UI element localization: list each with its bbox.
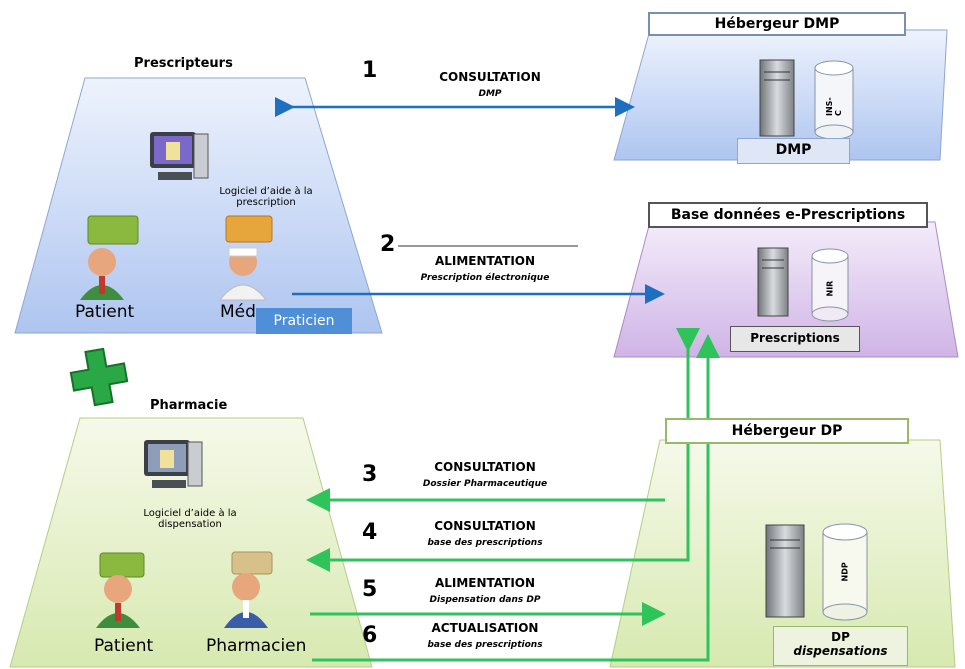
flow-3-number: 3 (362, 462, 378, 487)
flow-6-number: 6 (362, 623, 378, 648)
flow-3-title: CONSULTATION (434, 460, 536, 474)
db-cylinder-dmp (814, 60, 854, 140)
flow-1-title: CONSULTATION (439, 70, 541, 84)
prescriptions-footer: Prescriptions (730, 326, 860, 352)
medecin-person-icon (218, 247, 268, 301)
pharmacie-title: Pharmacie (150, 398, 228, 413)
flow-1-sub: DMP (478, 89, 502, 99)
flow-4-title: CONSULTATION (434, 519, 536, 533)
pharmacie-zone (9, 417, 373, 668)
flow-5-number: 5 (362, 577, 378, 602)
flow-1-number: 1 (362, 58, 378, 83)
ins-c-label: INS-C (825, 97, 843, 116)
dp-footer-sub: dispensations (793, 644, 888, 658)
flow-6-sub: base des prescriptions (427, 640, 543, 650)
arrow-4-consultation-prescriptions (306, 328, 700, 572)
vitale-card-icon (87, 215, 139, 245)
db-cylinder-dp (822, 523, 868, 621)
flow-5-sub: Dispensation dans DP (429, 595, 541, 605)
server-icon-eprescriptions (757, 247, 789, 317)
ndp-label: NDP (840, 562, 850, 582)
server-icon-dmp (759, 59, 795, 137)
pharmacien-label: Pharmacien (206, 636, 307, 656)
patient-label-pharma: Patient (94, 636, 154, 656)
base-eprescriptions-title: Base données e-Prescriptions (648, 202, 928, 228)
computer-icon-prescription (150, 132, 209, 180)
flow-2-number: 2 (380, 232, 396, 257)
db-cylinder-eprescriptions (811, 248, 849, 322)
patient-person-icon (80, 248, 124, 300)
hebergeur-dmp-title: Hébergeur DMP (648, 12, 906, 36)
cps-card-icon (225, 215, 273, 243)
flow-4-sub: base des prescriptions (427, 538, 543, 548)
software-prescription-label: Logiciel d’aide à la prescription (219, 186, 313, 208)
dp-footer: DP dispensations (773, 626, 908, 666)
software-dispensation-label: Logiciel d’aide à la dispensation (143, 508, 237, 530)
server-icon-dp (765, 524, 805, 618)
flow-3-sub: Dossier Pharmaceutique (422, 479, 548, 489)
flow-4-number: 4 (362, 520, 378, 545)
flow-2-title: ALIMENTATION (434, 254, 536, 268)
arrow-6-actualisation (312, 334, 720, 662)
hebergeur-dp-title: Hébergeur DP (665, 418, 909, 444)
prescripteurs-title: Prescripteurs (134, 56, 233, 71)
nir-label: NIR (825, 280, 835, 297)
dp-footer-title: DP (831, 630, 850, 644)
pharmacien-person-icon (224, 573, 268, 628)
flow-6-title: ACTUALISATION (431, 621, 539, 635)
patient-label: Patient (75, 302, 135, 322)
praticien-label: Praticien (256, 308, 352, 334)
flow-5-title: ALIMENTATION (434, 576, 536, 590)
medecin-label: Méd (220, 302, 256, 322)
flow-2-sub: Prescription électronique (420, 273, 550, 283)
vitale-card-icon-pharma (99, 552, 145, 578)
pharmacy-cross-icon (69, 347, 129, 407)
cps-card-icon-pharma (231, 551, 273, 575)
dmp-footer: DMP (737, 138, 850, 164)
computer-icon-dispensation (144, 440, 203, 488)
patient-person-icon-pharma (96, 575, 140, 628)
